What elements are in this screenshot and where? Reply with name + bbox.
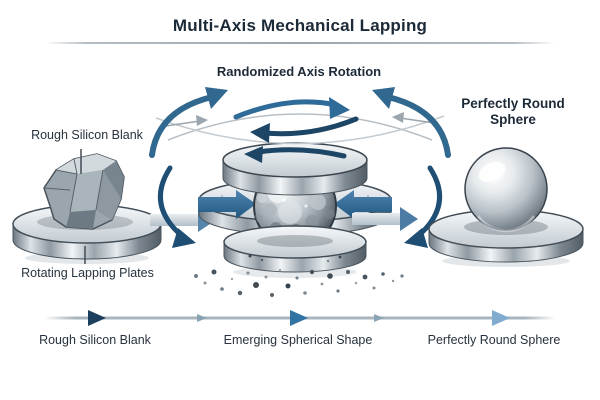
abrasive-debris <box>194 254 404 297</box>
curved-arrow-up-left-icon <box>149 87 228 158</box>
timeline-arrow-2-icon <box>290 310 308 326</box>
timeline-stage-1-label: Rough Silicon Blank <box>39 333 151 347</box>
orbit-arc-icon <box>167 113 433 141</box>
bottom-lapping-plate <box>223 225 367 273</box>
title-divider <box>45 42 555 44</box>
rough-silicon-blank-callout: Rough Silicon Blank <box>31 128 143 142</box>
rotating-lapping-plates-callout: Rotating Lapping Plates <box>21 266 154 280</box>
inward-arrow-right-icon <box>334 190 392 219</box>
rough-silicon-blank-rock <box>43 153 125 230</box>
randomized-axis-rotation-label: Randomized Axis Rotation <box>216 64 382 79</box>
page-title: Multi-Axis Mechanical Lapping <box>172 16 428 35</box>
timeline-tick-arrow-icon <box>197 314 207 322</box>
center-stage-group <box>149 87 451 297</box>
spin-arrow-cw-icon <box>233 97 350 120</box>
spin-arrow-ccw-icon <box>250 116 359 143</box>
perfect-sphere <box>464 147 548 233</box>
gray-arrow-right-icon <box>165 115 208 127</box>
side-arc-right-icon <box>404 165 443 248</box>
timeline-tick-arrow-icon <box>374 314 384 322</box>
top-plate-rotation-arrow-icon <box>244 146 347 163</box>
left-stage-group <box>12 149 162 264</box>
curved-arrow-up-right-icon <box>372 87 451 158</box>
timeline-stage-3-label: Perfectly Round Sphere <box>427 333 561 347</box>
timeline-arrow-1-icon <box>88 310 106 326</box>
orbit-arc-icon <box>155 115 445 145</box>
flow-arrow-right <box>352 207 418 231</box>
timeline-stage-2-label: Emerging Spherical Shape <box>223 333 373 347</box>
timeline-arrow-3-icon <box>492 310 510 326</box>
side-arc-left-icon <box>157 165 196 248</box>
right-stage-group <box>428 147 584 267</box>
process-timeline <box>44 310 556 326</box>
inward-arrow-left-icon <box>198 190 256 219</box>
gray-arrow-left-icon <box>392 112 435 124</box>
randomized-rotation-arrows <box>149 87 451 248</box>
perfectly-round-sphere-callout: Perfectly Round Sphere <box>461 96 565 127</box>
